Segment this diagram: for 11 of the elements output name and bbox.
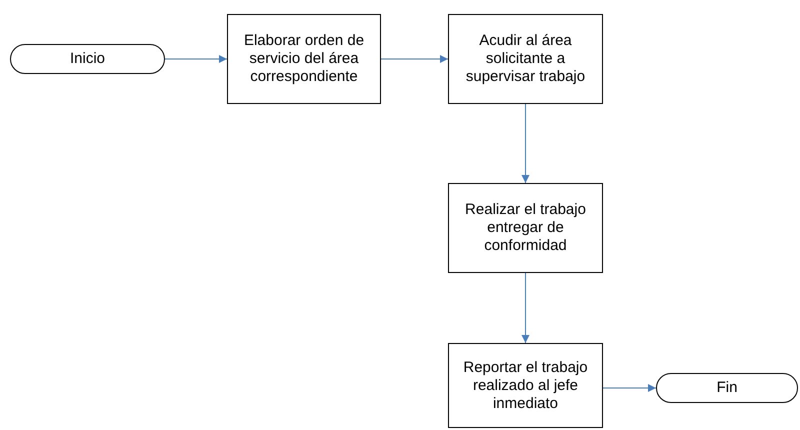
terminal-shape: Fin	[656, 373, 798, 403]
arrow	[380, 55, 448, 63]
process-box: Elaborar orden de servicio del área correspondiente	[227, 14, 381, 104]
arrow	[602, 384, 656, 392]
process-box: Realizar el trabajo entregar de conformidad	[448, 183, 603, 273]
arrow	[522, 272, 530, 344]
terminal-shape: Inicio	[10, 44, 165, 74]
process-box: Reportar el trabajo realizado al jefe inmediato	[448, 343, 603, 428]
process-box: Acudir al área solicitante a supervisar trabajo	[448, 14, 603, 104]
arrow	[522, 104, 530, 184]
arrow	[164, 55, 228, 63]
